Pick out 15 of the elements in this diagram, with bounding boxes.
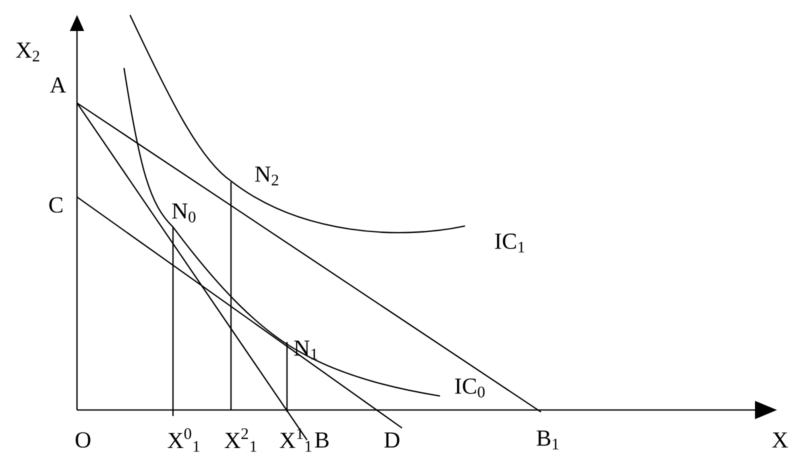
tick-label: X$^{0}$1: [168, 428, 200, 452]
point-label: D: [384, 432, 400, 448]
curve-label: IC$_{1}$: [495, 234, 524, 252]
axis-label: X$_{2}$: [16, 42, 40, 62]
point-label: B$_{1}$: [536, 430, 558, 450]
tick-label: X$^{2}$1: [224, 428, 256, 452]
point-label: N$_{0}$: [172, 204, 196, 222]
curve-label: IC$_{0}$: [455, 378, 485, 398]
point-label: C: [49, 197, 62, 213]
axis-label: X: [772, 432, 788, 448]
point-label: B: [315, 432, 329, 448]
origin-label: O: [76, 432, 90, 448]
point-label: N$_{2}$: [255, 166, 278, 186]
point-label: N$_{1}$: [294, 340, 318, 360]
point-label: A: [50, 77, 66, 93]
